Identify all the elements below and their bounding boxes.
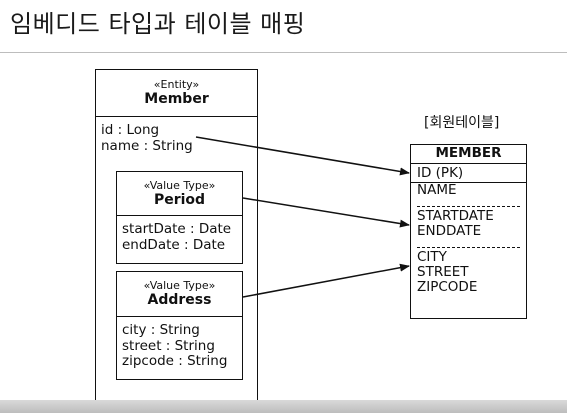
entity-to-table-arrow xyxy=(195,136,410,176)
entity-header: «Entity» Member xyxy=(96,70,257,117)
address-stereotype: «Value Type» xyxy=(143,279,216,292)
period-header: «Value Type» Period xyxy=(117,172,242,216)
address-field: street : String xyxy=(122,337,215,354)
video-control-bar xyxy=(0,400,567,413)
table-caption: [회원테이블] xyxy=(424,115,500,131)
table-pk-column: ID (PK) xyxy=(411,164,526,183)
table-column: ZIPCODE xyxy=(417,279,478,295)
value-type-address-box: «Value Type» Address city : String stree… xyxy=(116,271,243,380)
entity-field: id : Long xyxy=(101,122,160,138)
member-table-box: MEMBER ID (PK) NAME STARTDATE ENDDATE CI… xyxy=(410,144,527,319)
entity-name: Member xyxy=(144,91,209,107)
table-column: ENDDATE xyxy=(417,223,482,239)
entity-fields: id : Long name : String xyxy=(96,117,257,154)
period-field: startDate : Date xyxy=(122,221,232,237)
title-divider xyxy=(0,52,567,53)
table-group-separator xyxy=(417,206,520,207)
address-field: zipcode : String xyxy=(122,353,228,369)
value-type-period-box: «Value Type» Period startDate : Date end… xyxy=(116,171,243,264)
table-group-separator xyxy=(417,247,520,248)
table-column: CITY xyxy=(417,249,447,265)
address-to-table-arrow xyxy=(242,263,410,298)
table-column: NAME xyxy=(417,182,457,198)
entity-field: name : String xyxy=(101,137,193,154)
address-header: «Value Type» Address xyxy=(117,272,242,317)
table-column: STARTDATE xyxy=(417,208,494,224)
address-field: city : String xyxy=(122,322,200,338)
slide-title: 임베디드 타입과 테이블 매핑 xyxy=(10,10,306,38)
entity-stereotype: «Entity» xyxy=(153,78,200,91)
table-name: MEMBER xyxy=(411,145,526,164)
table-column: STREET xyxy=(417,264,469,280)
address-name: Address xyxy=(147,292,212,308)
period-name: Period xyxy=(153,192,206,208)
address-fields: city : String street : String zipcode : … xyxy=(117,317,242,370)
period-stereotype: «Value Type» xyxy=(143,179,216,192)
period-fields: startDate : Date endDate : Date xyxy=(117,216,242,253)
period-to-table-arrow xyxy=(242,197,410,228)
period-field: endDate : Date xyxy=(122,236,226,253)
